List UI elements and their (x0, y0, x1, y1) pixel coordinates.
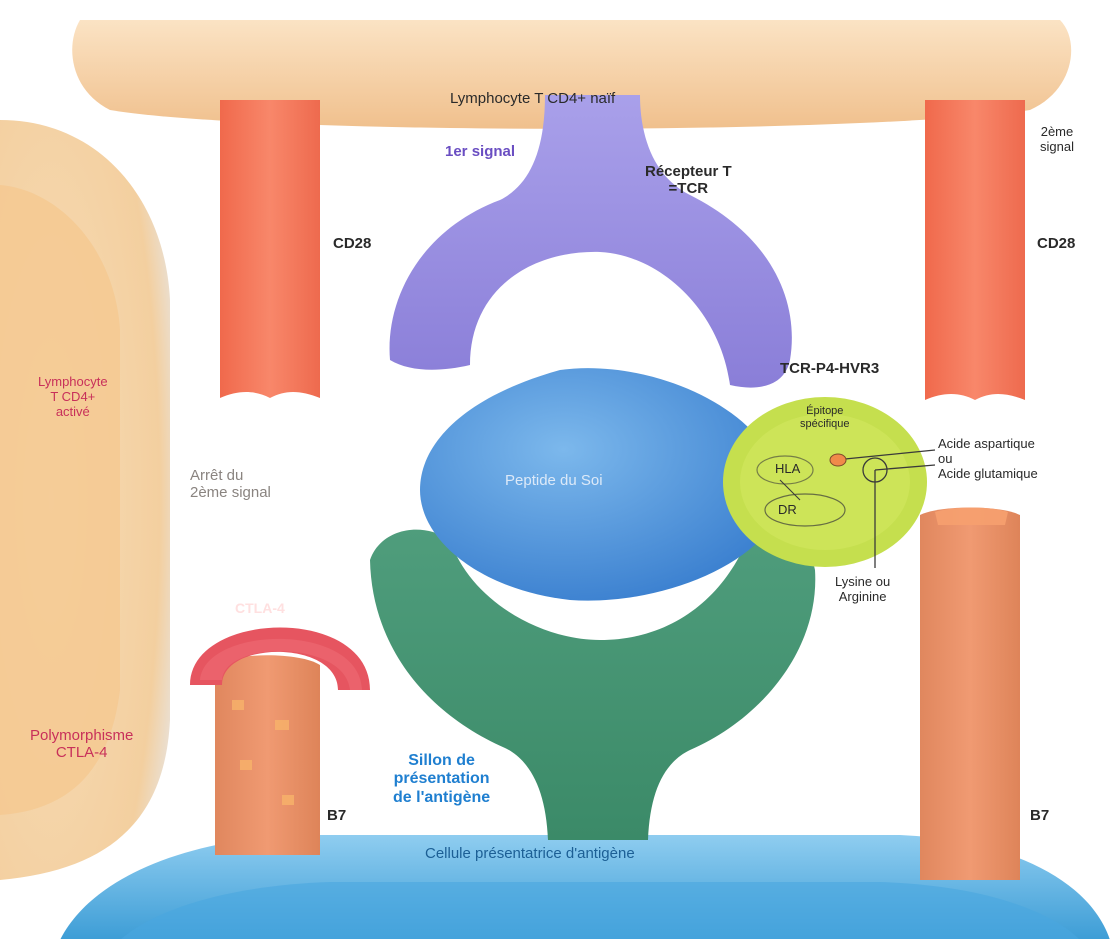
label-activated-t-cell: Lymphocyte T CD4+ activé (38, 375, 108, 420)
cd28-left (220, 100, 320, 398)
label-tcr: Récepteur T =TCR (645, 163, 732, 198)
label-cd28-right: CD28 (1037, 235, 1075, 252)
label-antigen-groove: Sillon de présentation de l'antigène (393, 752, 490, 807)
label-second-signal-right: 2ème signal (1040, 125, 1074, 155)
label-first-signal: 1er signal (445, 143, 515, 160)
label-naive-t-cell: Lymphocyte T CD4+ naïf (450, 90, 615, 107)
b7-right (920, 508, 1020, 881)
label-epitope: Épitope spécifique (800, 405, 850, 430)
label-b7-right: B7 (1030, 807, 1049, 824)
b7-left (215, 655, 320, 855)
label-dr: DR (778, 503, 797, 518)
cd28-right (925, 100, 1025, 400)
label-lysine: Lysine ou Arginine (835, 575, 890, 605)
label-polymorphism: Polymorphisme CTLA-4 (30, 727, 133, 762)
label-apc: Cellule présentatrice d'antigène (425, 845, 635, 862)
acid-residue-marker (830, 454, 846, 466)
label-tcr-p4-hvr3: TCR-P4-HVR3 (780, 360, 879, 377)
label-peptide: Peptide du Soi (505, 472, 603, 489)
label-acid: Acide aspartique ou Acide glutamique (938, 437, 1038, 482)
activated-t-cell-inner (0, 185, 120, 815)
label-cd28-left: CD28 (333, 235, 371, 252)
label-hla: HLA (775, 462, 800, 477)
tcr-receptor (390, 95, 792, 388)
label-second-signal-stop: Arrêt du 2ème signal (190, 467, 271, 502)
label-ctla4: CTLA-4 (235, 600, 285, 616)
label-b7-left: B7 (327, 807, 346, 824)
